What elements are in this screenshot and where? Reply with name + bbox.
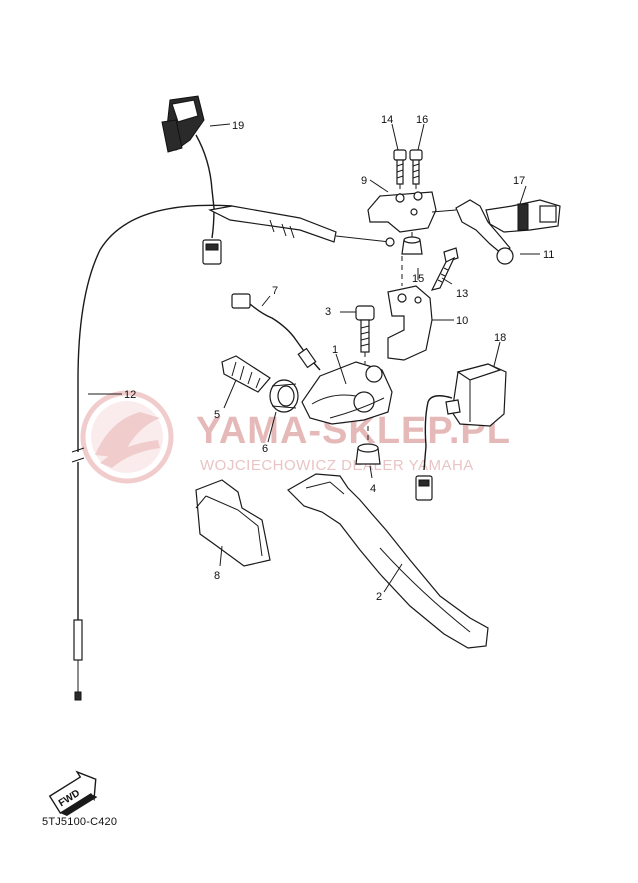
part-17-switch[interactable] [485, 199, 561, 233]
callout-5: 5 [214, 409, 220, 421]
part-9-bracket[interactable] [367, 191, 457, 233]
part-11-lever[interactable] [455, 199, 514, 265]
part-8-cover[interactable] [195, 479, 271, 567]
part-14-bolt[interactable] [393, 149, 407, 185]
callout-11: 11 [543, 249, 554, 261]
callout-16: 16 [416, 114, 428, 126]
part-6-locknut[interactable] [269, 379, 299, 413]
part-4-nut[interactable] [355, 426, 381, 465]
callout-7: 7 [272, 285, 278, 297]
part-10-bracket[interactable] [387, 285, 433, 361]
callout-15: 15 [412, 273, 424, 285]
part-2-lever[interactable] [287, 473, 489, 649]
watermark-logo [80, 390, 174, 484]
watermark-dealer: WOJCIECHOWICZ DEALER YAMAHA [200, 457, 474, 474]
callout-8: 8 [214, 570, 220, 582]
callout-12: 12 [124, 389, 136, 401]
callout-19: 19 [232, 120, 244, 132]
callout-13: 13 [456, 288, 468, 300]
callout-3: 3 [325, 306, 331, 318]
callout-17: 17 [513, 175, 525, 187]
part-13-screw[interactable] [430, 247, 459, 291]
part-19-switch[interactable] [161, 95, 222, 265]
callout-18: 18 [494, 332, 506, 344]
callout-9: 9 [361, 175, 367, 187]
part-16-bolt[interactable] [409, 149, 423, 185]
callout-6: 6 [262, 443, 268, 455]
leader-lines [88, 123, 540, 593]
part-15-nut[interactable] [401, 232, 423, 255]
diagram-code: 5TJ5100-C420 [42, 816, 118, 828]
callout-1: 1 [332, 344, 338, 356]
callout-4: 4 [370, 483, 376, 495]
callout-2: 2 [376, 591, 382, 603]
part-7-wire[interactable] [231, 293, 321, 371]
fwd-arrow-icon: FWD [48, 770, 98, 817]
part-5-adjuster[interactable] [221, 355, 271, 393]
part-3-bolt[interactable] [355, 305, 375, 353]
part-12-cable[interactable] [71, 204, 395, 701]
part-1-holder[interactable] [301, 361, 393, 425]
callouts: 1 2 3 4 5 6 7 8 9 10 11 12 13 14 15 16 1… [124, 114, 554, 603]
part-18-switch[interactable] [415, 363, 507, 501]
callout-10: 10 [456, 315, 468, 327]
callout-14: 14 [381, 114, 393, 126]
